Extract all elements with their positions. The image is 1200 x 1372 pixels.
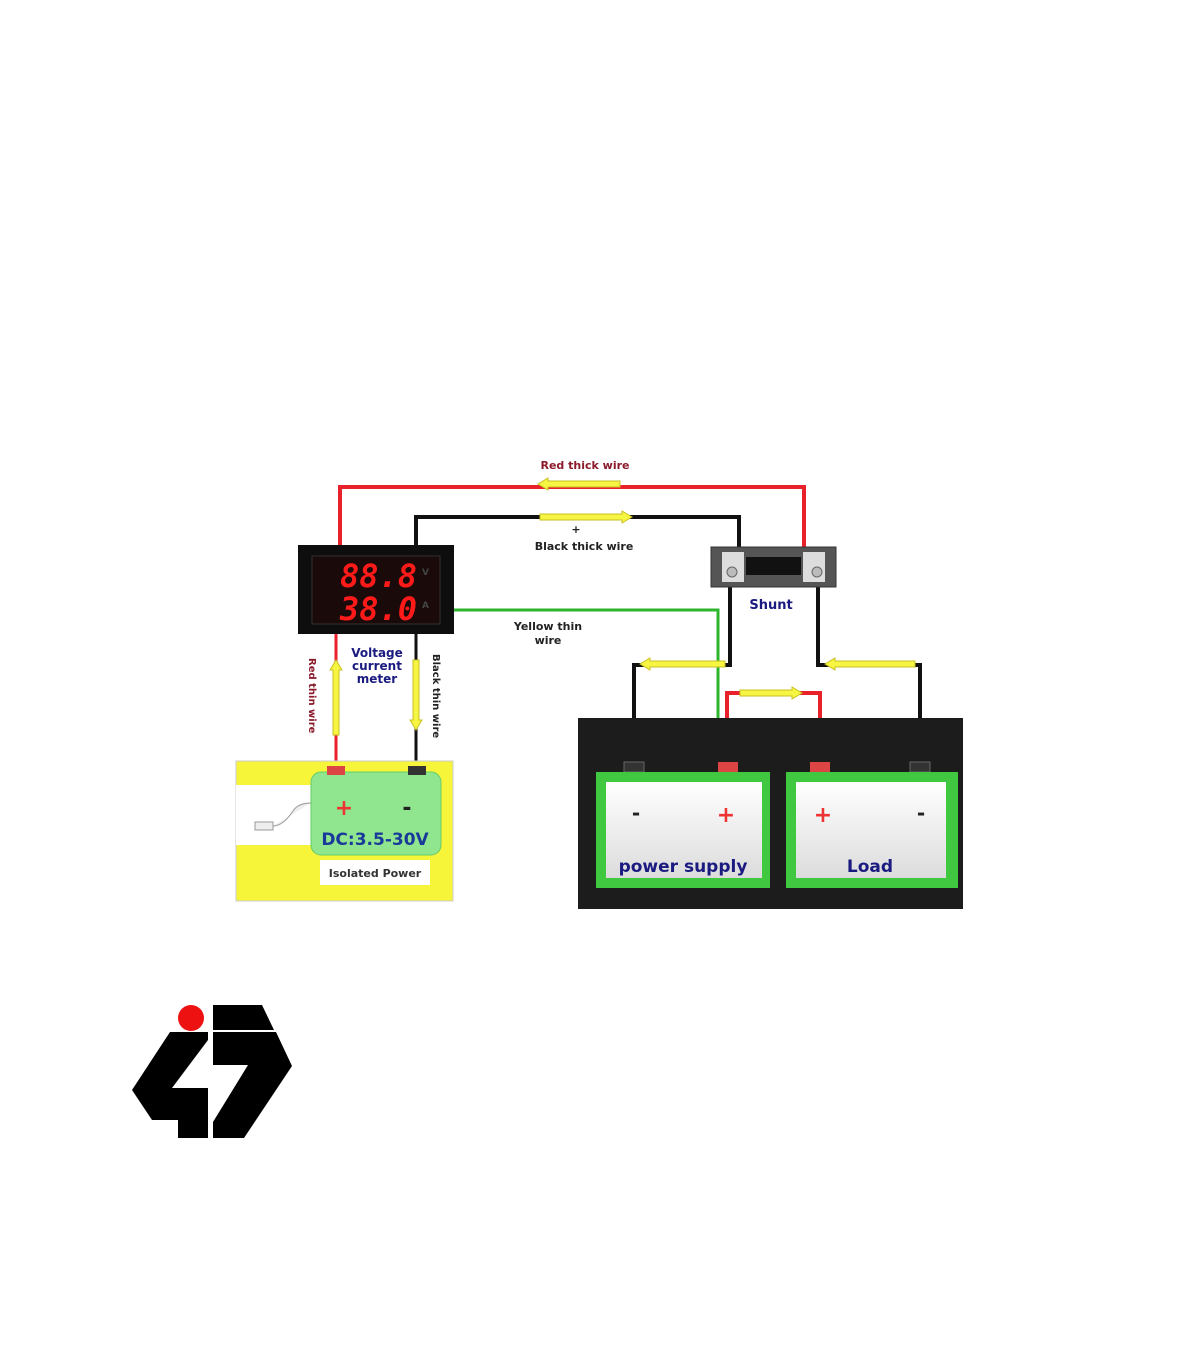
yellow-thin-wire-label: wire (535, 634, 562, 647)
arrow-up-icon (329, 659, 343, 736)
plus-label: + (717, 803, 735, 828)
arrow-right-icon (539, 510, 633, 524)
current-display: 38.0 (339, 590, 417, 628)
arrow-left-icon (639, 657, 726, 671)
arrow-right-icon (739, 686, 803, 700)
red-thick-wire-label: Red thick wire (541, 459, 630, 472)
dc-range-label: DC:3.5-30V (321, 830, 429, 850)
voltage-display: 88.8 (340, 557, 417, 595)
current-unit: A (422, 601, 429, 611)
brand-logo (132, 1005, 292, 1138)
isolated-power-source: + - DC:3.5-30V Isolated Power (235, 760, 454, 902)
power-supply-label: power supply (619, 857, 748, 877)
arrow-left-icon (824, 657, 916, 671)
yellow-thin-wire-label: Yellow thin (513, 620, 582, 633)
green-thin-wire (454, 608, 720, 766)
meter-label: current (352, 659, 402, 673)
minus-label: - (632, 801, 640, 825)
arrow-left-icon (537, 477, 621, 491)
plug-icon (254, 802, 312, 831)
load: + - Load (786, 772, 958, 888)
minus-label: - (917, 801, 925, 825)
power-supply: - + power supply (596, 772, 770, 888)
black-thick-wire-label: Black thick wire (535, 540, 634, 553)
meter-label: Voltage (351, 646, 403, 660)
meter-label: meter (357, 672, 398, 686)
shunt (710, 546, 837, 588)
plus-label: + (814, 803, 832, 828)
minus-terminal-label: - (402, 796, 411, 821)
voltage-current-meter: 88.8 38.0 V A (298, 545, 454, 634)
arrow-down-icon (409, 659, 423, 731)
isolated-power-label: Isolated Power (329, 867, 422, 880)
red-thin-wire-label: Red thin wire (306, 658, 317, 734)
black-thin-wire-label: Black thin wire (430, 654, 441, 738)
plus-terminal-label: + (335, 796, 353, 821)
plus-label: + (571, 523, 580, 536)
voltage-unit: V (422, 568, 429, 578)
shunt-label: Shunt (749, 598, 792, 613)
load-label: Load (847, 857, 893, 877)
